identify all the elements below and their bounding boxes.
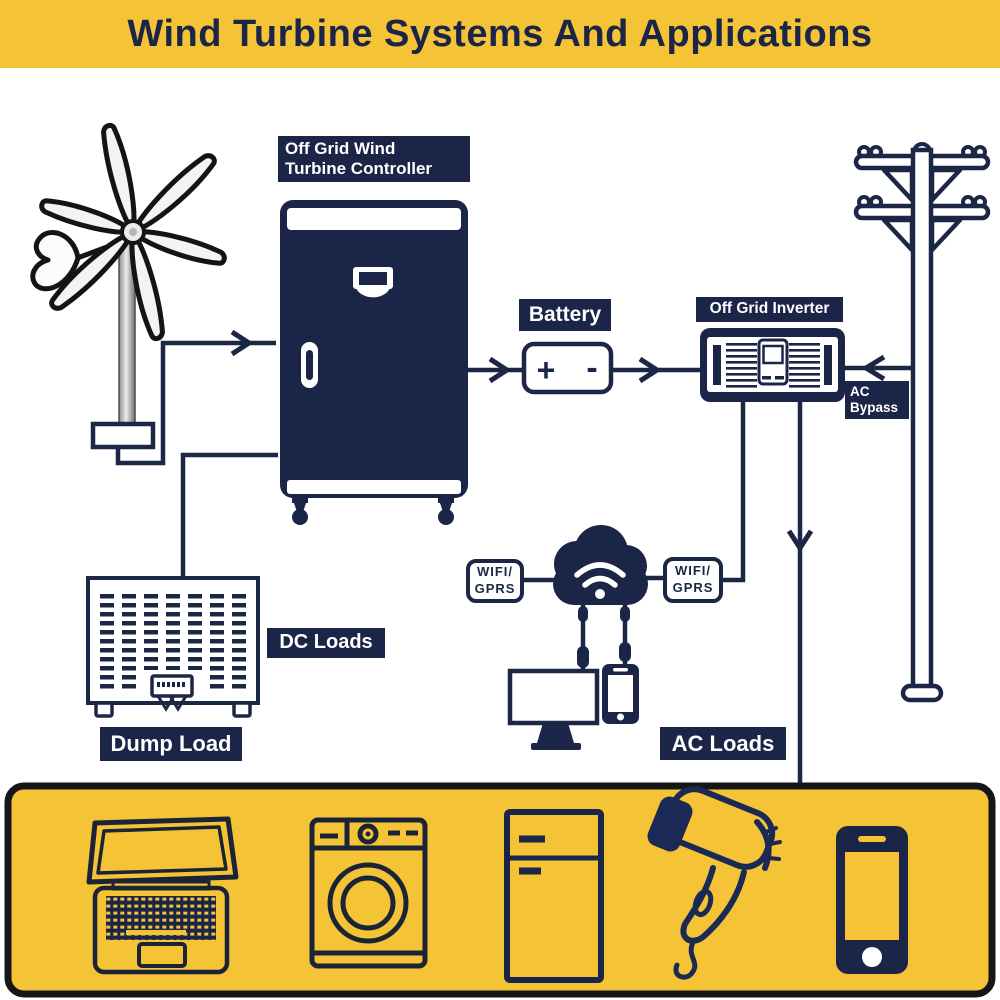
phone-icon [602, 664, 639, 724]
monitor-icon [507, 668, 600, 750]
dump-load-box-icon [86, 576, 260, 718]
laptop-icon [86, 816, 239, 975]
wifi-gprs-box-right: WIFI/ GPRS [663, 557, 723, 603]
battery-box-icon: + - [521, 341, 614, 395]
dc-loads-label: DC Loads [267, 628, 385, 658]
wiring [115, 329, 912, 789]
controller-label-line1: Off Grid Wind [285, 138, 396, 158]
inverter-box-icon [700, 328, 845, 402]
title-banner: Wind Turbine Systems And Applications [0, 0, 1000, 68]
inverter-label: Off Grid Inverter [696, 297, 843, 322]
utility-pole-icon [853, 142, 991, 703]
page-title: Wind Turbine Systems And Applications [127, 12, 873, 55]
ac-loads-label: AC Loads [660, 727, 786, 760]
battery-minus-terminal: - [586, 349, 597, 387]
controller-cabinet-icon [280, 200, 468, 525]
wifi-gprs-box-left: WIFI/ GPRS [466, 559, 524, 603]
cloud-wifi-icon [553, 525, 648, 605]
smartphone-icon [836, 826, 908, 974]
refrigerator-icon [504, 809, 604, 983]
hair-dryer-icon [647, 786, 782, 980]
wind-turbine-icon [30, 122, 227, 450]
washing-machine-icon [309, 817, 428, 969]
ac-loads-strip [4, 782, 996, 998]
battery-plus-terminal: + [537, 352, 556, 388]
ac-bypass-label: AC Bypass [845, 381, 909, 419]
battery-label: Battery [519, 299, 611, 331]
controller-label: Off Grid Wind Turbine Controller [278, 136, 470, 182]
dump-load-label: Dump Load [100, 727, 242, 761]
controller-label-line2: Turbine Controller [285, 159, 433, 178]
